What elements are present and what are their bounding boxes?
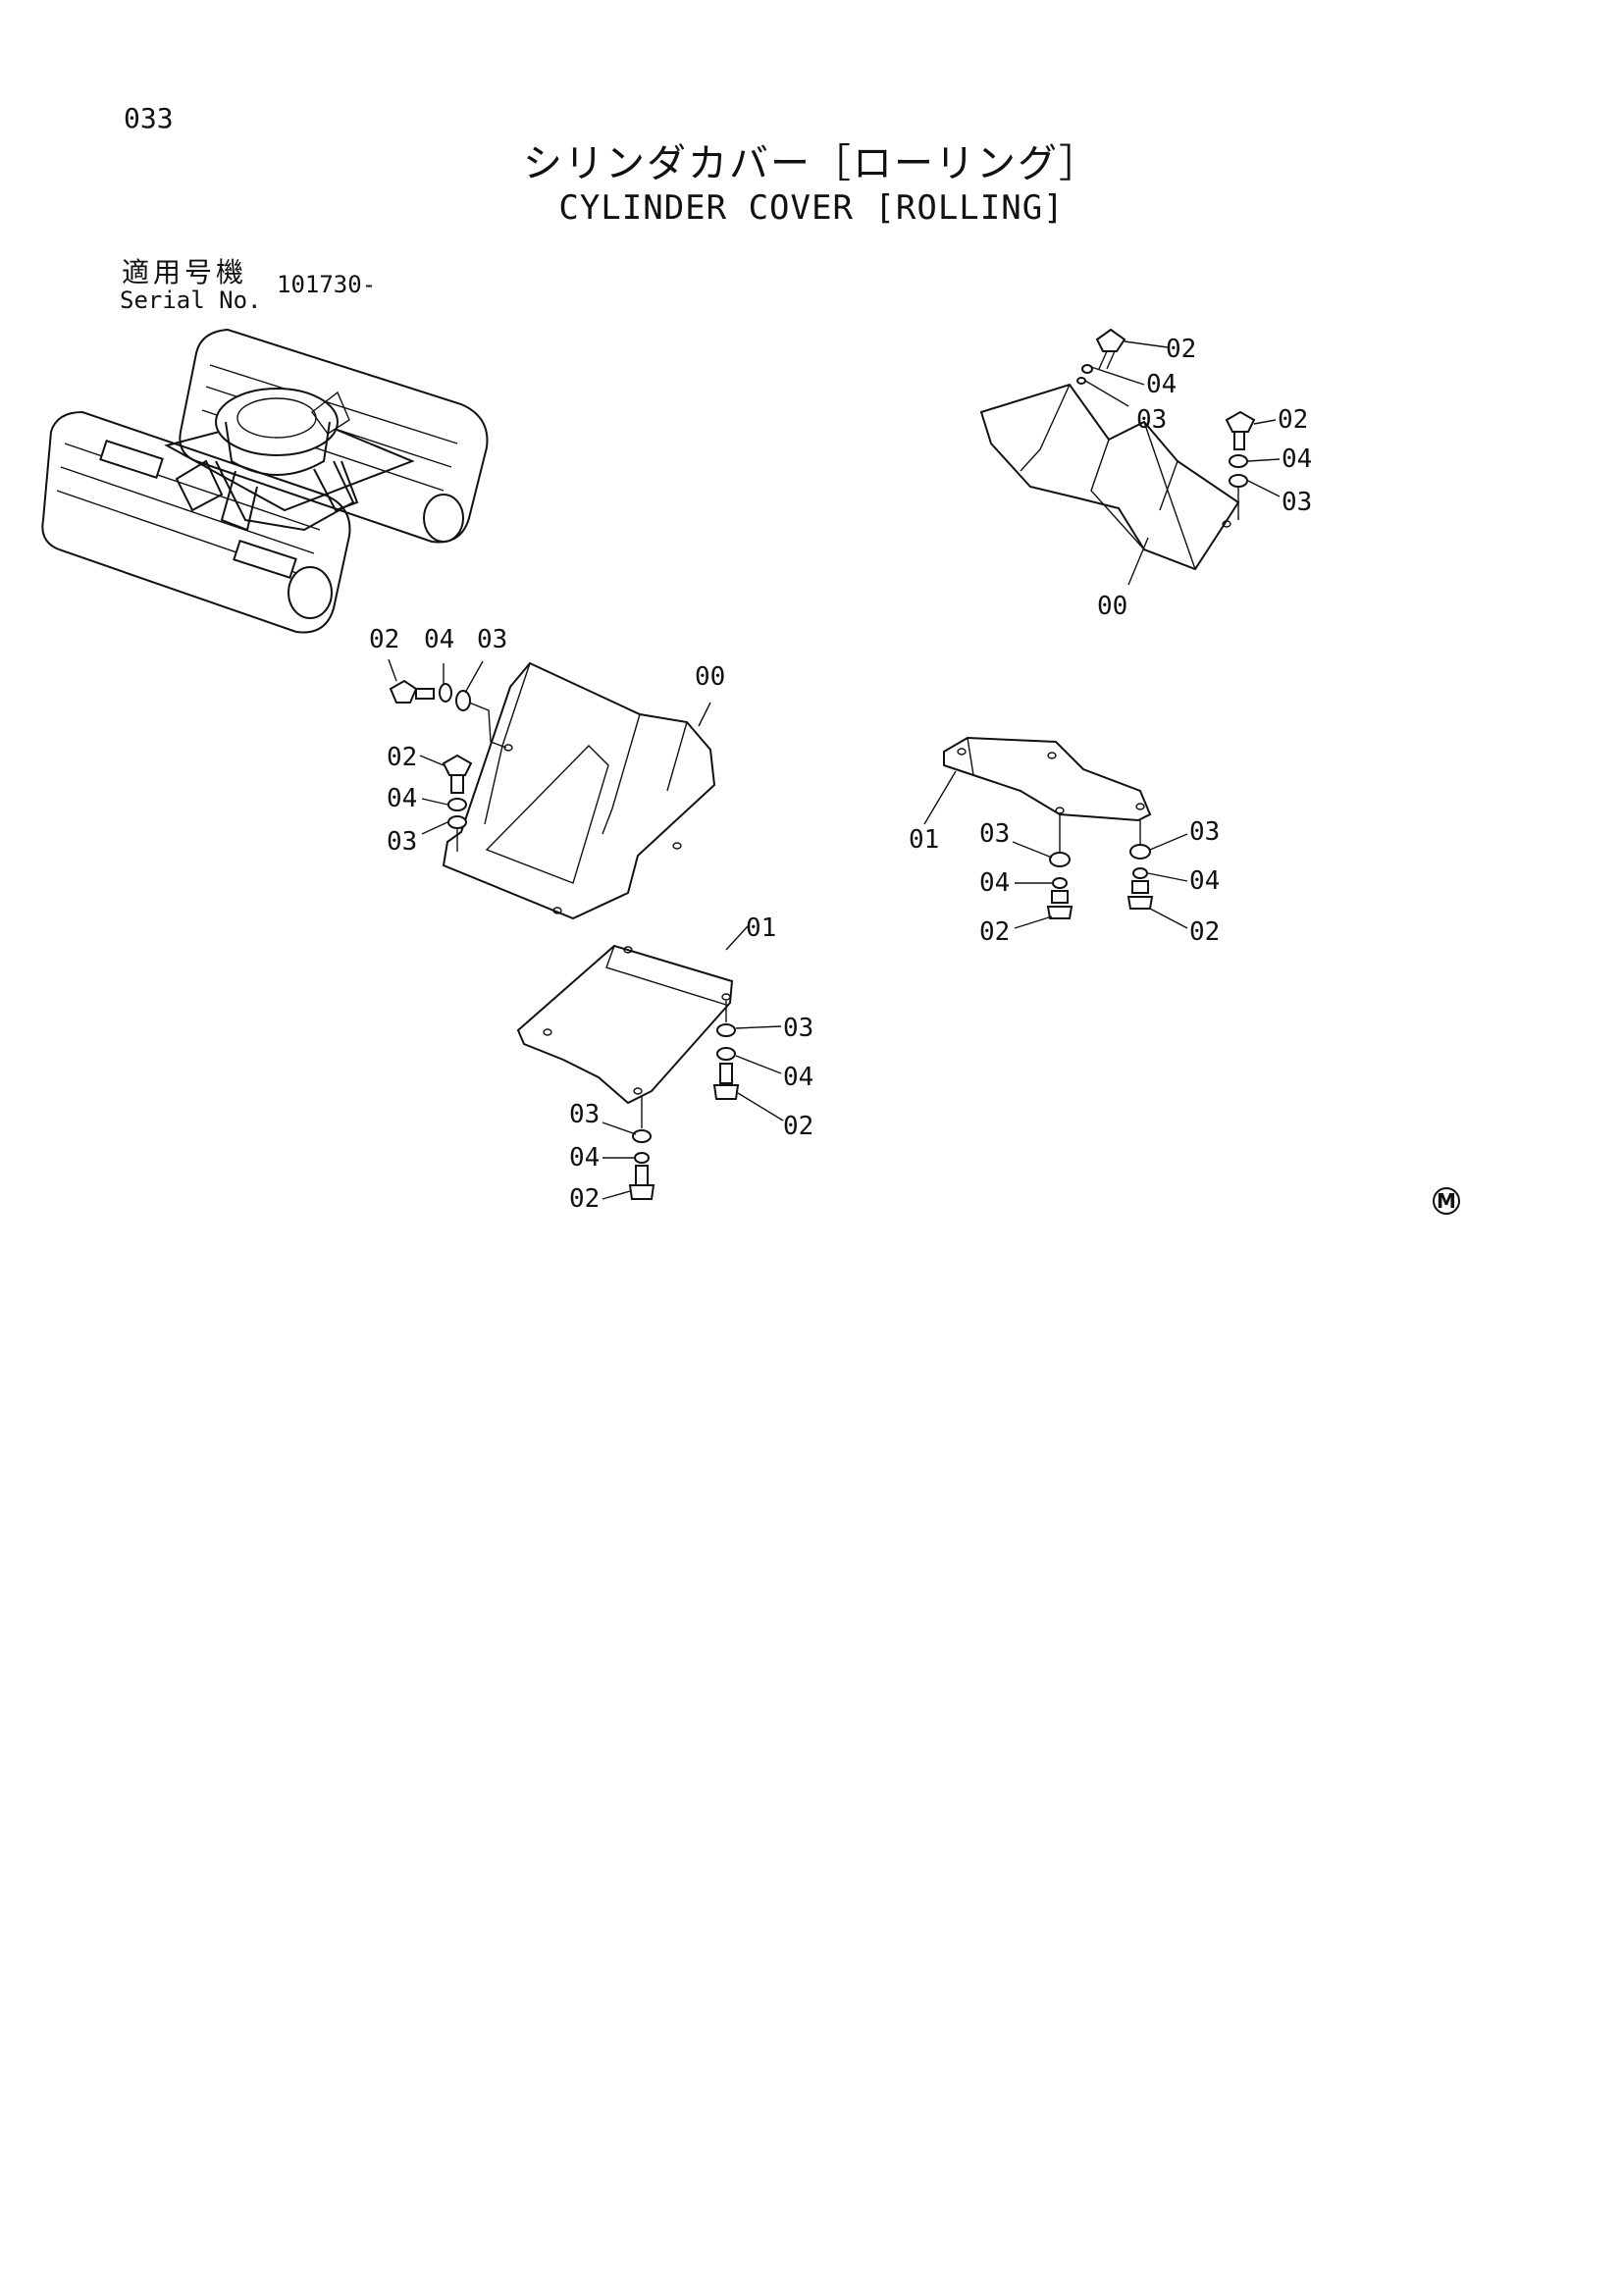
callout-label: 02 [569, 1184, 600, 1214]
washer-icon [716, 1023, 736, 1037]
callout-label: 02 [1166, 335, 1196, 364]
washer-icon [632, 1129, 652, 1143]
plate-assembly-right [923, 736, 1188, 929]
nut-icon [1126, 880, 1154, 910]
lock-washer-icon [1132, 867, 1148, 879]
bolt-icon [389, 679, 435, 704]
lock-washer-icon [1052, 877, 1068, 889]
callout-label: 04 [569, 1143, 600, 1173]
callout-label: 02 [1278, 405, 1308, 435]
callout-label: 04 [1189, 866, 1220, 896]
callout-label: 03 [477, 625, 507, 654]
callout-label: 00 [1097, 592, 1127, 621]
nut-icon [628, 1165, 655, 1200]
bolt-icon [1095, 328, 1126, 370]
circled-m-mark: M [1433, 1187, 1460, 1215]
circled-m-letter: M [1437, 1189, 1456, 1213]
callout-label: 03 [1282, 488, 1312, 517]
serial-number-value: 101730- [277, 271, 377, 298]
washer-icon [447, 815, 467, 829]
callout-label: 02 [387, 743, 417, 772]
callout-label: 02 [979, 917, 1010, 947]
washer-icon [1081, 364, 1093, 374]
callout-label: 03 [1189, 817, 1220, 847]
callout-label: 04 [387, 784, 417, 813]
callout-label: 01 [909, 825, 939, 855]
callout-label: 04 [424, 625, 454, 654]
washer-icon [1049, 852, 1071, 867]
callout-label: 04 [1146, 370, 1177, 399]
serial-label-english: Serial No. [120, 287, 262, 314]
callout-label: 02 [783, 1112, 813, 1141]
lock-washer-icon [634, 1152, 650, 1164]
bolt-icon [442, 754, 473, 794]
lock-washer-icon [1076, 377, 1086, 385]
callout-label: 03 [979, 819, 1010, 849]
lock-washer-icon [439, 683, 452, 703]
lock-washer-icon [447, 798, 467, 811]
cover-assembly-center [388, 658, 716, 920]
callout-label: 00 [695, 662, 725, 692]
callout-label: 03 [1136, 405, 1167, 435]
page-number: 033 [124, 102, 174, 134]
page-title-english: CYLINDER COVER [ROLLING] [558, 188, 1065, 228]
nut-icon [1046, 890, 1073, 919]
callout-label: 02 [369, 625, 399, 654]
callout-label: 04 [979, 868, 1010, 898]
callout-label: 04 [783, 1063, 813, 1092]
washer-icon [1229, 474, 1248, 488]
cover-assembly-top-right [979, 328, 1281, 586]
washer-icon [455, 690, 471, 711]
callout-label: 04 [1282, 444, 1312, 474]
bolt-icon [1225, 410, 1256, 450]
lock-washer-icon [1229, 454, 1248, 468]
plate-assembly-center [516, 925, 784, 1200]
callout-label: 01 [746, 913, 776, 943]
page-title-japanese: シリンダカバー［ローリング］ [523, 141, 1100, 186]
undercarriage-illustration [41, 328, 489, 634]
lock-washer-icon [716, 1047, 736, 1061]
callout-label: 03 [569, 1100, 600, 1129]
washer-icon [1129, 844, 1151, 860]
nut-icon [712, 1063, 740, 1100]
callout-labels: 02 04 03 02 04 03 00 02 04 03 00 02 04 0… [369, 335, 1312, 1214]
callout-label: 03 [783, 1014, 813, 1043]
serial-label-japanese: 適用号機 [122, 256, 248, 288]
callout-label: 03 [387, 827, 417, 857]
callout-label: 02 [1189, 917, 1220, 947]
